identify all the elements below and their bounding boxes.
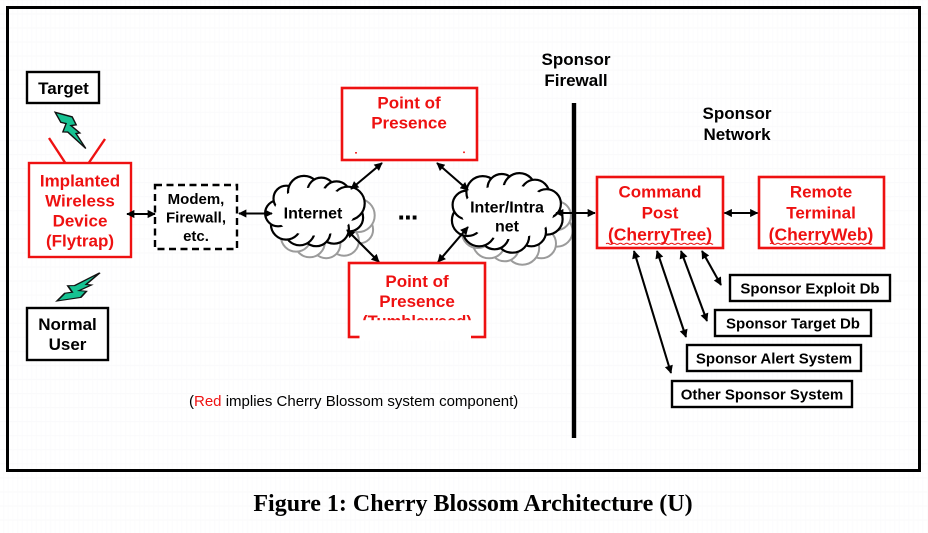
svg-text:User: User [49,335,87,354]
svg-text:Sponsor Exploit Db: Sponsor Exploit Db [740,280,879,297]
svg-text:Wireless: Wireless [45,192,115,211]
svg-text:Network: Network [703,125,771,144]
svg-text:Implanted: Implanted [40,172,120,191]
svg-text:(CherryWeb): (CherryWeb) [769,225,874,245]
svg-text:Target: Target [38,79,89,98]
svg-text:(Flytrap): (Flytrap) [46,232,114,251]
svg-text:(CherryTree): (CherryTree) [608,225,712,245]
svg-text:Terminal: Terminal [786,204,856,223]
svg-text:Presence: Presence [379,292,455,311]
svg-text:Inter/Intra: Inter/Intra [470,200,544,217]
svg-text:Firewall,: Firewall, [166,210,226,227]
svg-text:Other Sponsor System: Other Sponsor System [681,386,844,403]
svg-text:net: net [495,219,520,236]
svg-text:Firewall: Firewall [544,71,607,90]
svg-text:Sponsor Target Db: Sponsor Target Db [726,315,860,332]
svg-text:Internet: Internet [284,206,343,223]
svg-text:(Red implies Cherry Blossom sy: (Red implies Cherry Blossom system compo… [189,393,518,410]
svg-text:Modem,: Modem, [168,191,225,208]
svg-text:Remote: Remote [790,183,852,202]
svg-text:Point of: Point of [377,94,441,113]
svg-text:Point of: Point of [385,272,449,291]
svg-text:Sponsor Alert System: Sponsor Alert System [696,350,852,367]
svg-text:Normal: Normal [38,315,97,334]
svg-text:Post: Post [642,204,679,223]
svg-text:Presence: Presence [371,114,447,133]
svg-text:Sponsor: Sponsor [542,50,611,69]
svg-text:etc.: etc. [183,228,209,245]
svg-text:Figure 1: Cherry Blossom Archi: Figure 1: Cherry Blossom Architecture (U… [253,491,692,517]
svg-text:Command: Command [618,183,701,202]
svg-text:Device: Device [53,212,108,231]
svg-text:Sponsor: Sponsor [703,104,772,123]
